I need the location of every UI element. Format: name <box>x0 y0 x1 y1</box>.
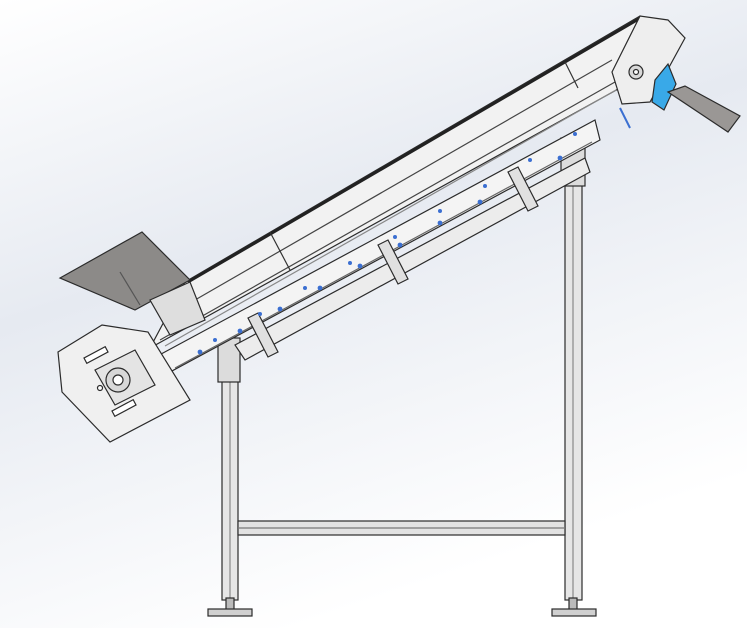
conveyor-beam <box>148 15 649 350</box>
return-rollers <box>197 155 563 355</box>
tail-end-plate <box>57 324 191 443</box>
sprocket-icon <box>105 367 131 393</box>
infeed-hopper <box>58 231 206 336</box>
head-end-plate <box>611 15 741 133</box>
cross-brace <box>237 520 566 536</box>
left-leg <box>207 337 253 617</box>
frame-brackets <box>247 166 539 358</box>
sprocket-icon <box>628 64 644 80</box>
belt-rollers <box>213 132 577 342</box>
